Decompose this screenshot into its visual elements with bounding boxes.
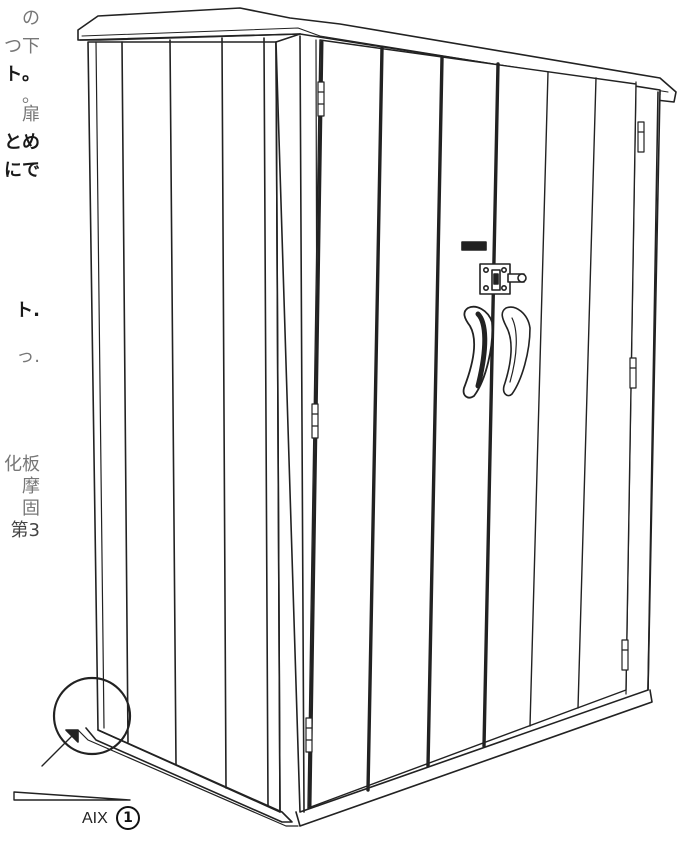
door-handles	[462, 305, 531, 399]
clipped-line: の	[22, 8, 40, 29]
clipped-line: 第3	[10, 520, 40, 541]
clipped-line: ト。	[4, 64, 40, 85]
clipped-line: つ下	[4, 36, 40, 57]
clipped-line: 扉	[22, 104, 40, 125]
shed-left-side	[77, 37, 299, 827]
clipped-line: 摩	[22, 476, 40, 497]
door-lock-hardware	[461, 241, 527, 295]
clipped-line: にで	[4, 160, 40, 181]
clipped-line: 固	[22, 498, 40, 519]
clipped-line: っ.	[16, 346, 40, 367]
clipped-line: 化板	[4, 454, 40, 475]
corner-detail-callout	[41, 676, 132, 767]
door-hinges	[305, 81, 645, 753]
clipped-line: 。	[22, 86, 40, 107]
shed-doors	[307, 39, 637, 809]
clipped-instruction-text: の つ下 ト。 。 扉 とめ にで ト. っ. 化板 摩 固 第3	[0, 0, 40, 560]
clipped-line: とめ	[4, 132, 40, 153]
aix-label: AIX	[82, 810, 108, 827]
level-shim-wedge	[13, 791, 131, 801]
clipped-line: ト.	[15, 300, 40, 321]
step-number-badge: 1	[116, 806, 140, 830]
